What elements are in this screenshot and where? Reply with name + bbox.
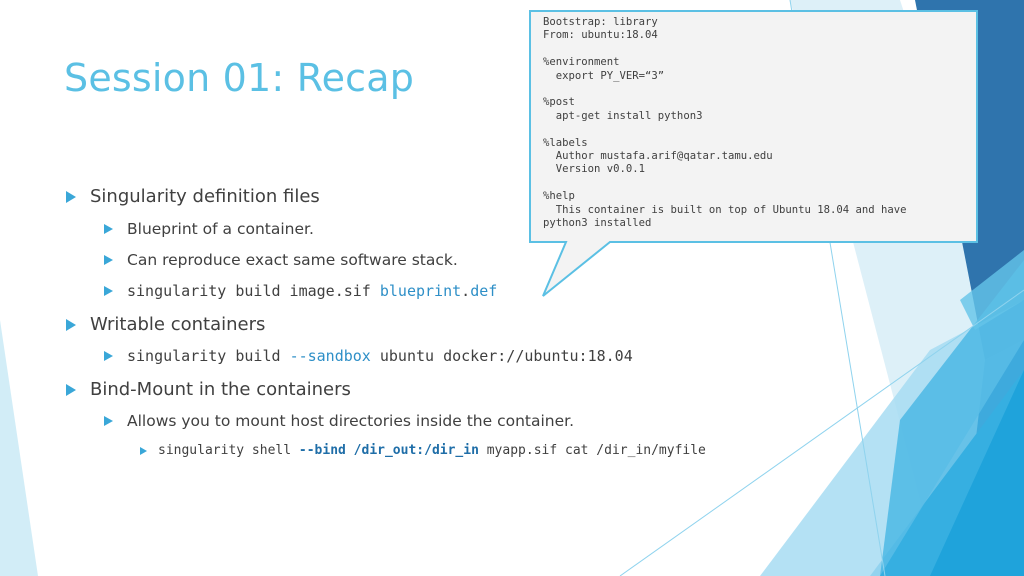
- bullet-writable-containers: Writable containers: [66, 314, 265, 335]
- bullet-arrow-icon: [66, 318, 76, 331]
- bullet-text: Singularity definition files: [90, 186, 320, 207]
- bullet-arrow-icon: [104, 286, 113, 296]
- command-part: singularity build image.sif: [127, 282, 380, 300]
- bullet-arrow-icon: [140, 446, 147, 455]
- command-highlight: def: [470, 282, 498, 300]
- command-highlight: --sandbox: [289, 347, 371, 365]
- left-edge-shape: [0, 320, 38, 576]
- sub-bullet-mount-host: Allows you to mount host directories ins…: [104, 412, 574, 430]
- sub-bullet-build-command: singularity build image.sif blueprint.de…: [104, 282, 497, 300]
- bullet-text: Allows you to mount host directories ins…: [127, 412, 575, 430]
- command-highlight: blueprint: [379, 282, 462, 300]
- bullet-text: Blueprint of a container.: [127, 220, 314, 238]
- command-part: ubuntu docker://ubuntu:18.04: [370, 347, 633, 365]
- command-text: singularity shell --bind /dir_out:/dir_i…: [158, 443, 706, 458]
- command-text: singularity build image.sif blueprint.de…: [127, 282, 497, 300]
- bullet-text: Can reproduce exact same software stack.: [127, 251, 458, 269]
- bullet-arrow-icon: [66, 190, 76, 203]
- bullet-text: Bind-Mount in the containers: [90, 379, 351, 400]
- command-text: singularity build --sandbox ubuntu docke…: [127, 347, 633, 365]
- right-facet-medium: [880, 260, 1024, 576]
- sub-sub-bullet-bind-command: singularity shell --bind /dir_out:/dir_i…: [140, 443, 706, 458]
- right-facet-teal: [960, 250, 1024, 330]
- bullet-definition-files: Singularity definition files: [66, 186, 320, 207]
- sub-bullet-blueprint: Blueprint of a container.: [104, 220, 314, 238]
- bullet-arrow-icon: [104, 416, 113, 426]
- right-diagonal-line-2: [619, 289, 1024, 576]
- sub-bullet-sandbox-command: singularity build --sandbox ubuntu docke…: [104, 347, 633, 365]
- command-part: singularity build: [127, 347, 290, 365]
- bullet-arrow-icon: [104, 255, 113, 265]
- bullet-arrow-icon: [104, 224, 113, 234]
- bullet-text: Writable containers: [90, 314, 266, 335]
- sub-bullet-reproduce: Can reproduce exact same software stack.: [104, 251, 458, 269]
- command-highlight: --bind /dir_out:/dir_in: [298, 443, 479, 458]
- command-part: singularity shell: [158, 443, 299, 458]
- bullet-arrow-icon: [66, 383, 76, 396]
- command-part: myapp.sif cat /dir_in/myfile: [478, 443, 706, 458]
- slide-title: Session 01: Recap: [64, 56, 415, 100]
- callout-shape: [529, 10, 978, 297]
- bullet-arrow-icon: [104, 351, 113, 361]
- callout-definition-file: Bootstrap: library From: ubuntu:18.04 %e…: [543, 16, 907, 230]
- command-part: .: [461, 282, 471, 300]
- bullet-bind-mount: Bind-Mount in the containers: [66, 379, 351, 400]
